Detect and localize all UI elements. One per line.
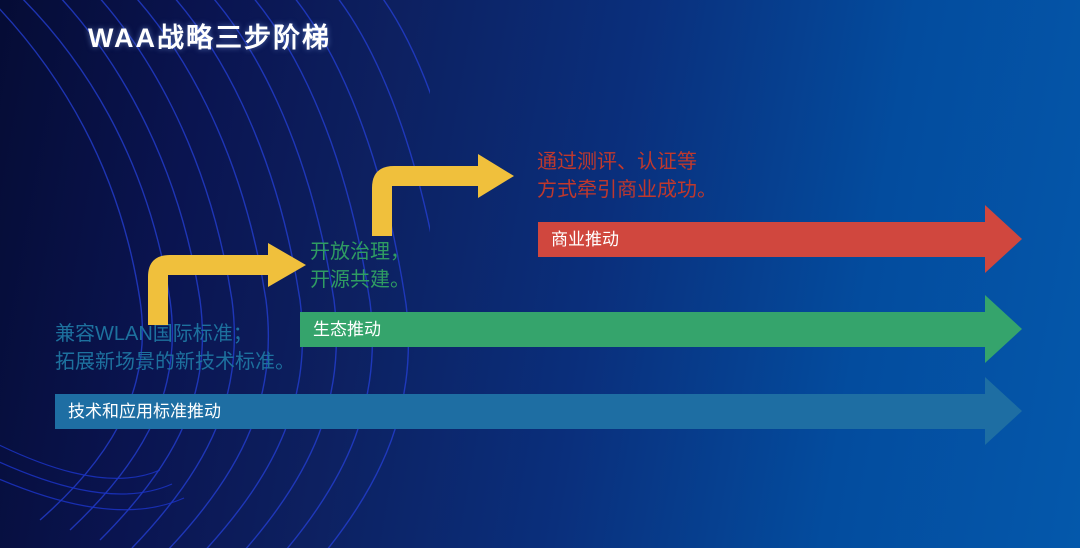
step-description-commercial: 通过测评、认证等 方式牵引商业成功。 xyxy=(537,151,717,202)
step-bar-label-ecosystem: 生态推动 xyxy=(313,320,381,339)
page-title: WAA战略三步阶梯 xyxy=(88,23,331,53)
step-bar-label-technology: 技术和应用标准推动 xyxy=(68,402,221,421)
step-bar-shaft xyxy=(538,222,985,257)
elbow-arrow-up-right-icon-upper xyxy=(372,154,514,236)
step-bar-shaft xyxy=(300,312,985,347)
arrow-head-icon xyxy=(985,205,1022,273)
step-bar-label-commercial: 商业推动 xyxy=(551,230,619,249)
step-description-ecosystem: 开放治理， 开源共建。 xyxy=(310,241,410,292)
arrow-head-icon xyxy=(985,377,1022,445)
step-bar-technology[interactable]: 技术和应用标准推动 xyxy=(55,377,1022,445)
step-bar-ecosystem[interactable]: 生态推动 xyxy=(300,295,1022,363)
step-description-technology: 兼容WLAN国际标准； 拓展新场景的新技术标准。 xyxy=(55,323,295,374)
step-bar-commercial[interactable]: 商业推动 xyxy=(538,205,1022,273)
step-bar-shaft xyxy=(55,394,985,429)
elbow-arrow-up-right-icon-lower xyxy=(148,243,306,325)
arrow-head-icon xyxy=(985,295,1022,363)
